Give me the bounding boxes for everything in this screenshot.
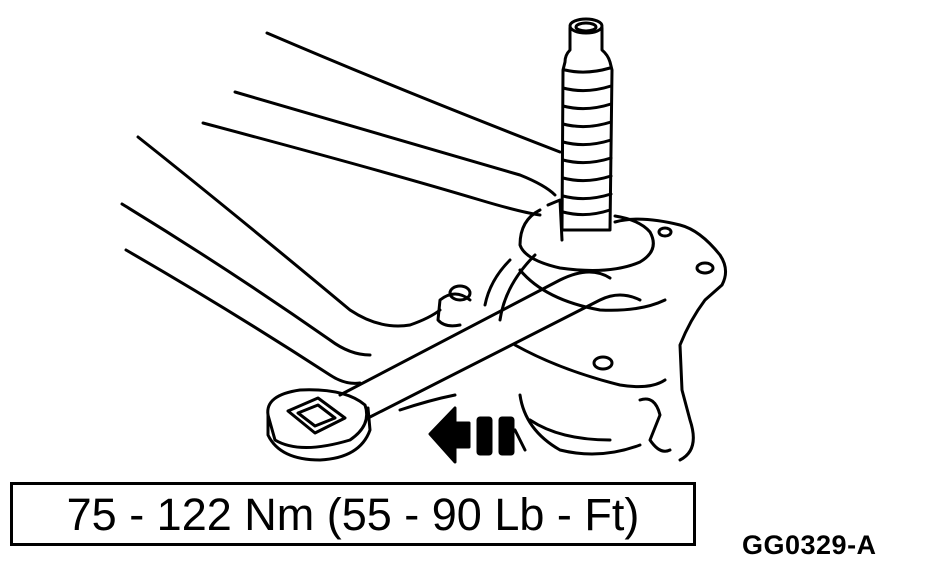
threaded-shaft xyxy=(560,17,614,232)
steering-housing xyxy=(436,198,727,462)
frame-lines xyxy=(120,31,562,385)
figure-id-label: GG0329-A xyxy=(742,530,877,560)
torque-spec-text: 75 - 122 Nm (55 - 90 Lb - Ft) xyxy=(66,488,640,540)
direction-arrow-icon xyxy=(428,406,515,464)
torque-spec-box: 75 - 122 Nm (55 - 90 Lb - Ft) xyxy=(10,482,696,546)
torque-wrench xyxy=(266,270,642,462)
